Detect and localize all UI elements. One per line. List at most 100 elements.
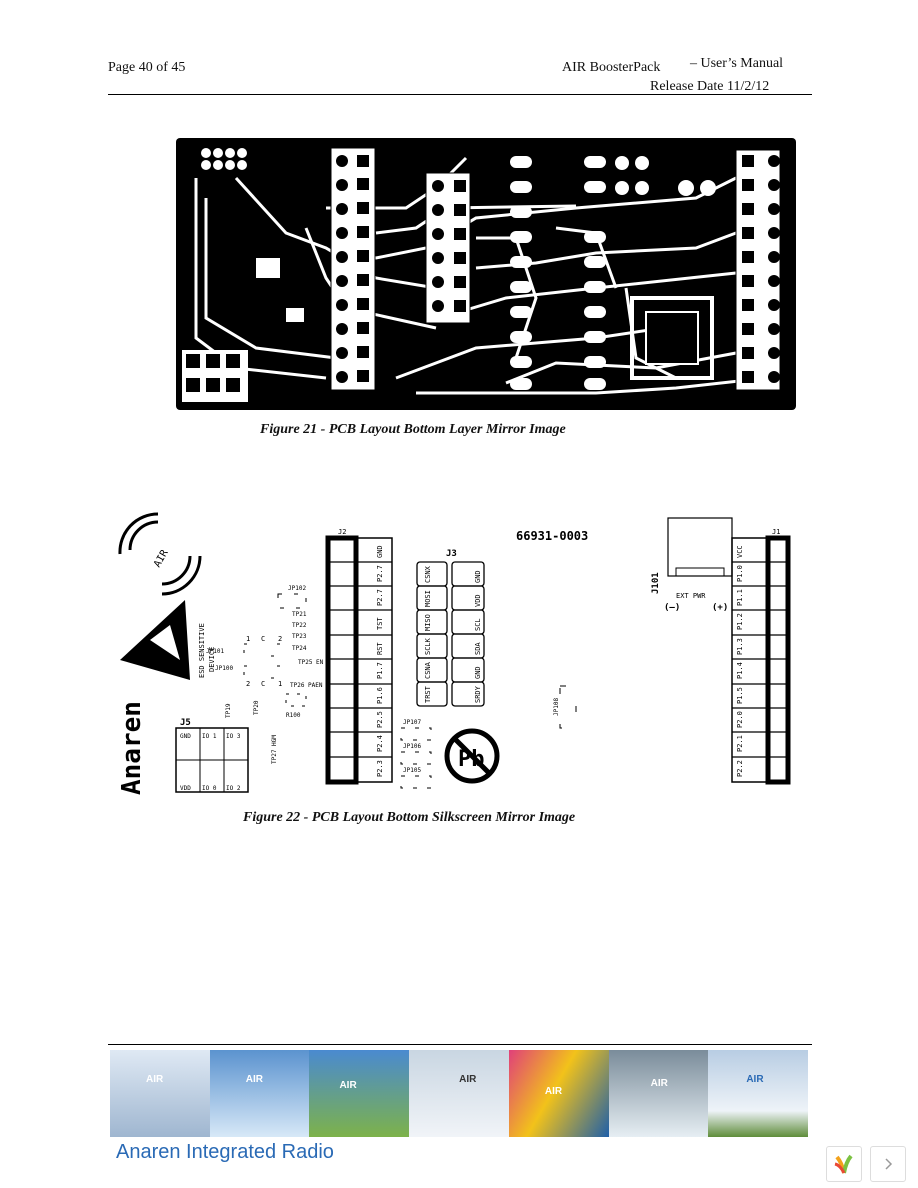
j1-pin-9: P2.1 [736, 735, 744, 752]
j1-pin-5: P1.3 [736, 638, 744, 655]
r100-label: R100 [286, 712, 301, 719]
esd-warning-icon [120, 600, 190, 680]
j1-ref: J1 [772, 528, 780, 536]
j5-cell-1: GND [180, 733, 191, 740]
tp20-label: TP20 [253, 700, 260, 715]
j5-cell-2: IO 1 [202, 733, 217, 740]
j5-cell-3: IO 3 [226, 733, 241, 740]
j101-ref: J101 [651, 572, 661, 594]
c1-label: 1 [246, 635, 250, 643]
j1-pin-6: P1.4 [736, 662, 744, 679]
app-logo-button[interactable] [826, 1146, 862, 1182]
air-logo-text: AIR [650, 1078, 668, 1089]
header-rule [108, 94, 812, 95]
j2-pin-5: RST [376, 642, 384, 655]
product-name: AIR BoosterPack [562, 60, 661, 75]
part-number: 66931-0003 [516, 529, 588, 543]
tp19-label: TP19 [225, 703, 232, 718]
banner-panel-skier: AIR [209, 1050, 310, 1137]
air-logo-text: AIR [459, 1074, 477, 1085]
lead-free-icon [444, 728, 500, 784]
jp102-label: JP102 [288, 585, 306, 592]
j2-pin-10: P2.3 [376, 760, 384, 777]
tp26-label: TP26 PAEN [290, 682, 323, 689]
ext-pwr-label: EXT PWR [676, 592, 706, 600]
plus-label: (+) [712, 603, 728, 613]
jp101-label: JP101 [206, 648, 224, 655]
j5-cell-5: IO 0 [202, 785, 217, 792]
manual-title: – User’s Manual [690, 56, 784, 71]
c2-label: 2 [278, 635, 282, 643]
j2-pin-3: P2.7 [376, 589, 384, 606]
app-logo-icon [834, 1154, 853, 1174]
tp22-label: TP22 [292, 622, 307, 629]
esd-text-2: DEVICE [208, 647, 216, 672]
j3-right-6: SRDY [474, 685, 482, 703]
c-top-label: C [261, 635, 265, 643]
c-bottom-label: C [261, 680, 265, 688]
j3-left-1: CSNX [424, 565, 432, 583]
banner-panel-cyclist: AIR [309, 1050, 410, 1137]
j1-pin-3: P1.1 [736, 589, 744, 606]
jp108-label: JP108 [553, 698, 560, 716]
j1-pin-2: P1.0 [736, 565, 744, 582]
tp25-label: TP25 EN [298, 659, 324, 666]
j2-ref: J2 [338, 528, 346, 536]
d2-label: 2 [246, 680, 250, 688]
air-logo-text: AIR [339, 1080, 357, 1091]
j1-pin-1: VCC [736, 545, 744, 558]
j2-pin-8: P2.5 [376, 711, 384, 728]
j3-left-3: MISO [424, 614, 432, 631]
j2-pin-6: P1.7 [376, 662, 384, 679]
jp100-label: JP100 [215, 665, 233, 672]
footer-brand-text: Anaren Integrated Radio [116, 1141, 334, 1163]
minus-label: (–) [664, 603, 680, 613]
j3-right-4: SDA [474, 642, 482, 655]
j3-right-3: SCL [474, 618, 482, 631]
j3-left-6: TRST [424, 685, 432, 703]
air-logo-text: AIR [152, 547, 171, 569]
j1-pin-7: P1.5 [736, 687, 744, 704]
banner-panel-kayaker: AIR [608, 1050, 709, 1137]
j2-pin-9: P2.4 [376, 735, 384, 752]
j1-pin-4: P1.2 [736, 613, 744, 630]
j2-pin-4: TST [376, 617, 384, 630]
anaren-brand: Anaren [117, 701, 147, 795]
footer-banner: AIR AIR AIR AIR AIR AIR AIR [110, 1050, 809, 1137]
air-logo-text: AIR [746, 1074, 764, 1085]
j5-cell-6: IO 2 [226, 785, 241, 792]
j2-pin-1: GND [376, 545, 384, 558]
j2-pin-2: P2.7 [376, 565, 384, 582]
chevron-right-icon [885, 1158, 893, 1170]
pb-label: Pb [458, 747, 485, 772]
pcb-silkscreen-figure: AIR ESD SENSITIVE DEVICE Anaren J5 GND I… [117, 512, 791, 795]
tp23-label: TP23 [292, 633, 307, 640]
d1-label: 1 [278, 680, 282, 688]
air-logo-text: AIR [544, 1086, 563, 1097]
j1-pin-10: P2.2 [736, 760, 744, 777]
next-page-button[interactable] [870, 1146, 906, 1182]
air-logo-icon [118, 512, 202, 596]
j1-pin-8: P2.0 [736, 711, 744, 728]
jp107-label: JP107 [403, 719, 421, 726]
banner-panel-jumper: AIR [708, 1050, 809, 1137]
banner-panel-windsurfer: AIR [508, 1050, 609, 1137]
j5-ref: J5 [180, 718, 191, 728]
j3-left-4: SCLK [424, 637, 432, 655]
tp24-label: TP24 [292, 645, 307, 652]
footer-rule [108, 1044, 812, 1045]
j3-right-2: VDD [474, 594, 482, 607]
j3-right-1: GND [474, 570, 482, 583]
pcb-bottom-layer-figure [176, 138, 796, 410]
jp106-label: JP106 [403, 743, 421, 750]
jp105-label: JP105 [403, 767, 421, 774]
tp27-label: TP27 HGM [271, 735, 278, 764]
j3-left-5: CSNA [424, 661, 432, 679]
esd-text-1: ESD SENSITIVE [198, 623, 206, 678]
air-logo-text: AIR [245, 1074, 263, 1085]
j3-right-5: GND [474, 666, 482, 679]
j3-left-2: MOSI [424, 590, 432, 607]
air-logo-text: AIR [146, 1074, 164, 1085]
banner-panel-skater: AIR [110, 1050, 210, 1137]
figure-21-caption: Figure 21 - PCB Layout Bottom Layer Mirr… [260, 422, 566, 437]
